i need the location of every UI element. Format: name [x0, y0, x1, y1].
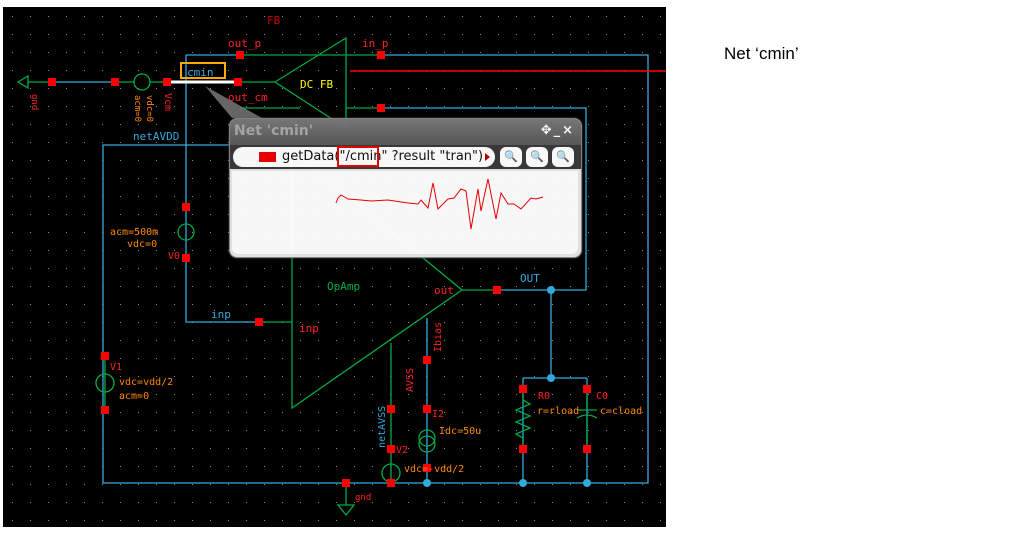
- label-v1: V1: [110, 362, 122, 373]
- zoom-in-button[interactable]: 🔍: [500, 147, 522, 167]
- pins: [48, 51, 591, 487]
- label-in-p: in_p: [362, 37, 389, 50]
- waveform-trace: [335, 178, 544, 230]
- label-c-val: c=cload: [600, 406, 642, 417]
- waveform-plot[interactable]: [232, 171, 578, 254]
- label-acm0-top: acm=0: [132, 95, 142, 122]
- zoom-fit-icon: 🔍: [556, 150, 570, 163]
- label-r-val: r=rload: [537, 406, 579, 417]
- label-acm500m: acm=500m: [110, 227, 158, 238]
- label-r0: R0: [538, 391, 550, 402]
- label-avss: AVSS: [405, 368, 416, 392]
- expression-text: getData("/cmin" ?result "tran"): [282, 149, 484, 164]
- cmin-net-label-box[interactable]: [180, 62, 226, 79]
- label-out-p: out_p: [228, 37, 261, 50]
- zoom-in-icon: 🔍: [504, 150, 518, 163]
- label-c0: C0: [596, 391, 608, 402]
- label-opamp: OpAmp: [327, 280, 360, 293]
- label-vdc0-v0: vdc=0: [127, 239, 157, 250]
- label-net-avdd: netAVDD: [133, 130, 179, 143]
- label-v2: V2: [396, 445, 408, 456]
- label-vcm: Vcm: [162, 93, 173, 111]
- label-inp-net: inp: [211, 308, 231, 321]
- devices: [16, 36, 598, 517]
- popup-title-bar[interactable]: Net 'cmin' ✥_×: [230, 119, 581, 145]
- play-icon[interactable]: [485, 153, 490, 161]
- label-v1-acm: acm=0: [119, 391, 149, 402]
- label-dc-fb: DC FB: [300, 78, 333, 91]
- wires: [52, 54, 649, 484]
- waveform-svg: [335, 178, 544, 230]
- zoom-out-button[interactable]: 🔍: [526, 147, 548, 167]
- label-fb: FB: [267, 14, 281, 27]
- popup-window-controls[interactable]: ✥_×: [540, 123, 575, 138]
- popup-pointer: [205, 86, 262, 118]
- label-vdc0-top: vdc=0: [144, 95, 154, 122]
- zoom-out-icon: 🔍: [530, 150, 544, 163]
- expression-field[interactable]: getData("/cmin" ?result "tran"): [233, 146, 495, 167]
- label-net-avss: netAVSS: [377, 406, 388, 448]
- schematic[interactable]: FB out_p in_p out_cm DC FB cmin gnd Vcm …: [3, 7, 710, 527]
- trace-color-swatch: [259, 152, 276, 162]
- label-idc: Idc=50u: [439, 426, 481, 437]
- net-waveform-popup: Net 'cmin' ✥_× getData("/cmin" ?result "…: [229, 118, 582, 258]
- label-out-net: OUT: [520, 272, 540, 285]
- label-ibias: Ibias: [433, 322, 444, 352]
- popup-toolbar: getData("/cmin" ?result "tran") 🔍 🔍 🔍: [230, 145, 581, 169]
- net-name-highlight: [337, 146, 379, 167]
- label-gnd-left: gnd: [29, 94, 39, 110]
- callout-net-label: Net ‘cmin’: [724, 44, 799, 63]
- label-out-cm: out_cm: [228, 91, 268, 104]
- label-i2: I2: [432, 409, 444, 420]
- popup-title: Net 'cmin': [234, 123, 314, 139]
- label-inp-pin: inp: [299, 322, 319, 335]
- label-cmin[interactable]: cmin: [187, 66, 214, 79]
- label-v1-vdc: vdc=vdd/2: [119, 377, 173, 388]
- label-v2-vdc: vdc=-vdd/2: [404, 464, 464, 475]
- label-v0: V0: [168, 251, 180, 262]
- label-gnd-bottom: gnd: [355, 493, 371, 503]
- label-out-pin: out: [434, 284, 454, 297]
- junctions: [423, 286, 591, 487]
- zoom-fit-button[interactable]: 🔍: [552, 147, 574, 167]
- schematic-canvas[interactable]: FB out_p in_p out_cm DC FB cmin gnd Vcm …: [3, 7, 710, 527]
